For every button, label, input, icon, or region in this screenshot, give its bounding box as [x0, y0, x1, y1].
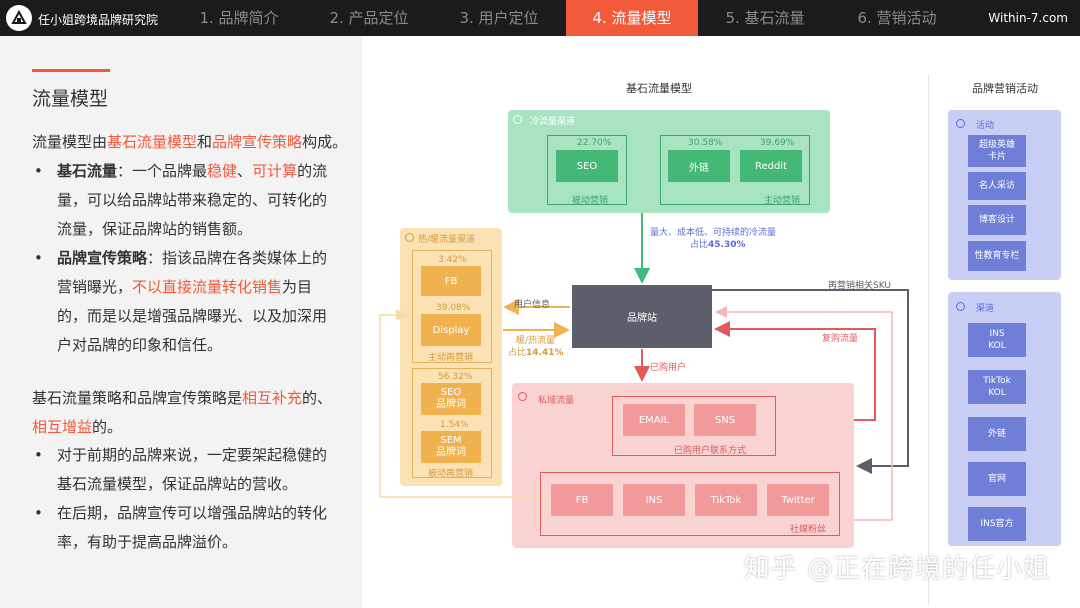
- page-title: 流量模型: [32, 88, 109, 110]
- reddit-pct: 39.69%: [760, 138, 795, 148]
- channel-ins-official: INS官方: [968, 507, 1026, 541]
- warm-radio-icon: [405, 233, 414, 242]
- bullet-dot: •: [34, 446, 43, 464]
- social-ins-node: INS: [623, 484, 685, 516]
- bullet-dot: •: [34, 504, 43, 522]
- warm-seo-pct: 56.32%: [438, 372, 473, 382]
- intro-paragraph: 流量模型由基石流量模型和品牌宣传策略构成。: [32, 133, 348, 151]
- display-node: Display: [421, 314, 481, 346]
- site-url[interactable]: Within-7.com: [988, 11, 1068, 25]
- channels-label: 渠道: [976, 304, 995, 314]
- channel-official-site: 官网: [968, 462, 1026, 496]
- channel-ins-kol: INS KOL: [968, 323, 1026, 357]
- cold-traffic-label: 冷流量渠道: [530, 117, 576, 127]
- activities-label: 活动: [976, 121, 995, 131]
- social-to-warm-arrow: [379, 309, 540, 498]
- activity-blog-design: 博客设计: [968, 205, 1026, 235]
- display-pct: 39.08%: [436, 303, 471, 313]
- zhihu-watermark: 知乎 @正在跨境的任小姐: [743, 554, 1050, 584]
- tab-product-positioning[interactable]: 2. 产品定位: [329, 9, 409, 27]
- sns-node: SNS: [694, 404, 756, 436]
- activities-radio-icon: [956, 119, 965, 128]
- contact-box: [612, 396, 776, 456]
- cold-share: 占比45.30%: [690, 240, 746, 250]
- warm-passive-box: [412, 368, 492, 478]
- social-to-hub-arrow: [715, 306, 893, 521]
- waillian-pct: 30.58%: [688, 138, 723, 148]
- column-divider: [928, 74, 929, 604]
- channels-radio-icon: [956, 302, 965, 311]
- marketing-title: 品牌营销活动: [972, 82, 1038, 95]
- passive-remarketing-label: 被动再营销: [428, 469, 474, 479]
- bought-users-label: 已购用户: [650, 363, 687, 373]
- user-info-label: 用户信息: [514, 300, 551, 310]
- seo-brand-node: SEO 品牌词: [421, 383, 481, 415]
- warm-active-box: [412, 250, 492, 363]
- active-remarketing-label: 主动再营销: [428, 353, 474, 363]
- warm-traffic-label: 热/暖流量渠道: [418, 235, 476, 245]
- passive-marketing-label: 被动营销: [572, 196, 609, 206]
- bullet-dot: •: [34, 249, 43, 267]
- social-twitter-node: Twitter: [767, 484, 829, 516]
- reddit-node: Reddit: [740, 150, 802, 182]
- tab-user-positioning[interactable]: 3. 用户定位: [459, 9, 539, 27]
- social-fb-node: FB: [551, 484, 613, 516]
- activity-celebrity-interview: 名人采访: [968, 172, 1026, 200]
- bullet-base-traffic: 基石流量：一个品牌最稳健、可计算的流 量，可以给品牌站带来稳定的、可转化的 流量…: [57, 162, 328, 238]
- seo-node: SEO: [556, 150, 618, 182]
- social-fans-label: 社媒粉丝: [790, 525, 827, 535]
- cold-radio-icon: [513, 115, 522, 124]
- sem-brand-node: SEM 品牌词: [421, 431, 481, 463]
- brand-name: 任小姐跨境品牌研究院: [38, 13, 159, 27]
- channel-tiktok-kol: TikTok KOL: [968, 370, 1026, 404]
- top-nav-bar: 任小姐跨境品牌研究院 1. 品牌简介 2. 产品定位 3. 用户定位 4. 流量…: [0, 0, 1080, 36]
- private-traffic-label: 私域流量: [538, 396, 575, 406]
- tab-brand-intro[interactable]: 1. 品牌简介: [199, 9, 279, 27]
- tab-base-traffic[interactable]: 5. 基石流量: [725, 9, 805, 27]
- tab-marketing[interactable]: 6. 营销活动: [857, 9, 937, 27]
- social-tiktok-node: TikTok: [695, 484, 757, 516]
- tab-traffic-model[interactable]: 4. 流量模型: [566, 0, 698, 36]
- email-node: EMAIL: [623, 404, 685, 436]
- channel-backlinks: 外链: [968, 417, 1026, 451]
- private-radio-icon: [518, 392, 527, 401]
- activity-sex-education-column: 性教育专栏: [968, 241, 1026, 271]
- sem-pct: 1.54%: [440, 420, 469, 430]
- left-text-panel: [0, 36, 362, 608]
- active-marketing-label: 主动营销: [764, 196, 801, 206]
- bullet-early-stage: 对于前期的品牌来说，一定要架起稳健的 基石流量模型，保证品牌站的营收。: [57, 446, 328, 493]
- fb-pct: 3.42%: [438, 255, 467, 265]
- warm-fb-node: FB: [421, 266, 481, 296]
- diagram-title: 基石流量模型: [626, 82, 692, 95]
- bullet-dot: •: [34, 162, 43, 180]
- brand-logo-icon: [6, 5, 32, 31]
- remarketing-sku-label: 再营销相关SKU: [828, 281, 891, 291]
- title-accent-bar: [32, 69, 110, 72]
- waillian-node: 外链: [668, 150, 730, 182]
- repurchase-arrow: [714, 321, 876, 421]
- cold-passive-box: [547, 135, 627, 205]
- cold-note: 量大、成本低、可持续的冷流量: [650, 228, 777, 238]
- warm-traffic-share: 占比14.41%: [508, 348, 564, 358]
- contact-label: 已购用户联系方式: [674, 446, 747, 456]
- bullet-late-stage: 在后期，品牌宣传可以增强品牌站的转化 率，有助于提高品牌溢价。: [57, 504, 328, 551]
- warm-traffic-note: 暖/热流量: [516, 336, 556, 346]
- bullet-brand-strategy: 品牌宣传策略：指该品牌在各类媒体上的 营销曝光，不以直接流量转化销售为目 的，而…: [57, 249, 328, 354]
- repurchase-label: 复购流量: [822, 334, 859, 344]
- brand-site-hub: 品牌站: [572, 285, 712, 348]
- activity-superhero-cards: 超级英雄 卡片: [968, 135, 1026, 167]
- social-fans-box: [540, 472, 840, 536]
- cold-active-box: [660, 135, 810, 205]
- complement-paragraph: 基石流量策略和品牌宣传策略是相互补充的、 相互增益的。: [32, 389, 333, 436]
- seo-pct: 22.70%: [577, 138, 612, 148]
- remarketing-sku-arrow: [712, 289, 909, 474]
